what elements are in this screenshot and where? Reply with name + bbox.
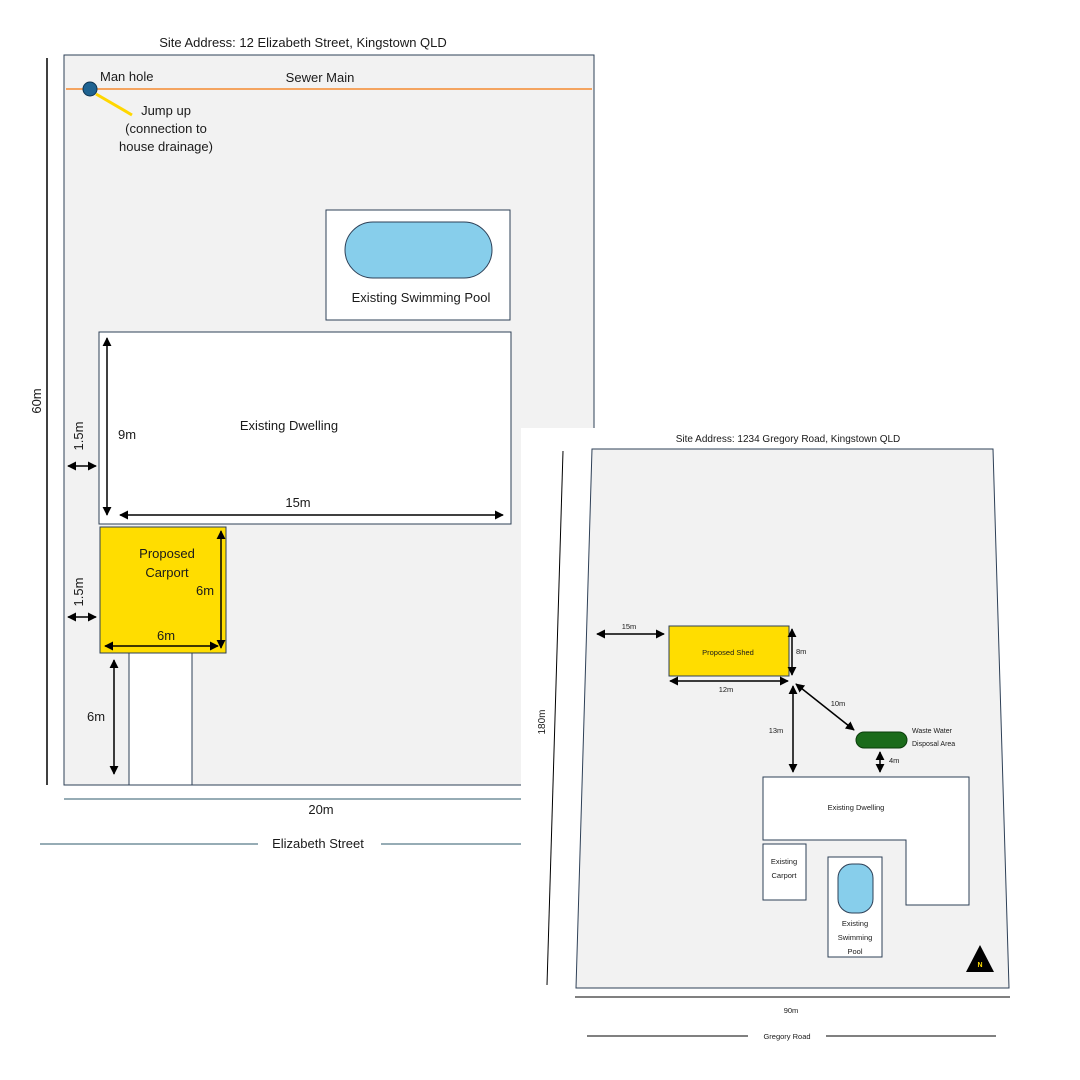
shed-to-wastewater-arrow [795,683,855,731]
wastewater-label: Waste Water [912,728,953,735]
pool-label: Pool [847,947,862,956]
manhole-label: Man hole [100,69,153,84]
shed-label: Proposed Shed [702,648,754,657]
carport-label: Carport [771,871,797,880]
swimming-pool-shape [837,863,874,914]
carport-depth-label: 6m [196,583,214,598]
swimming-pool-shape [344,221,493,279]
shed-depth-label: 8m [796,647,806,656]
dwelling-width-label: 15m [285,495,310,510]
site-depth-label: 180m [537,709,548,734]
frontage-label: 90m [784,1006,799,1015]
site-address-title: Site Address: 12 Elizabeth Street, Kings… [159,35,447,50]
driveway-length-label: 6m [87,709,105,724]
carport-width-label: 6m [157,628,175,643]
pool-label: Existing [842,919,868,928]
site-plan-gregory-road: Site Address: 1234 Gregory Road, Kingsto… [521,428,1080,1080]
carport-label: Proposed [139,546,195,561]
site-address-title: Site Address: 1234 Gregory Road, Kingsto… [676,434,901,445]
north-label: N [977,962,982,969]
street-name-label: Elizabeth Street [272,836,364,851]
shed-to-dwelling-label: 13m [769,726,784,735]
pool-label: Swimming [838,933,873,942]
north-arrow-icon [966,945,994,972]
proposed-shed [668,625,790,677]
jump-up-label: Jump up [141,103,191,118]
jump-up-label: house drainage) [119,139,213,154]
shed-to-wastewater-label: 10m [831,699,846,708]
sewer-main-label: Sewer Main [286,70,355,85]
road-name-label: Gregory Road [763,1032,810,1041]
carport-label: Carport [145,565,189,580]
existing-dwelling [98,331,512,525]
existing-dwelling [762,776,970,906]
manhole-icon [82,81,98,97]
shed-setback-label: 15m [622,622,637,631]
wastewater-to-dwelling-label: 4m [889,756,899,765]
site-depth-label: 60m [29,388,44,413]
dwelling-setback-label: 1.5m [71,422,86,451]
jump-up-connection-line [95,92,133,117]
existing-carport [762,843,807,901]
proposed-carport [99,526,227,654]
dwelling-depth-label: 9m [118,427,136,442]
dwelling-label: Existing Dwelling [828,803,885,812]
pool-label: Existing Swimming Pool [352,290,491,305]
dwelling-label: Existing Dwelling [240,418,338,433]
carport-label: Existing [771,857,797,866]
wastewater-disposal-area [855,731,908,749]
jump-up-label: (connection to [125,121,207,136]
driveway [128,652,193,786]
site-plan-elizabeth-street: Site Address: 12 Elizabeth Street, Kings… [29,35,595,851]
shed-width-label: 12m [719,685,734,694]
carport-setback-label: 1.5m [71,578,86,607]
wastewater-label: Disposal Area [912,741,955,748]
site-depth-line [546,450,564,986]
frontage-label: 20m [308,802,333,817]
